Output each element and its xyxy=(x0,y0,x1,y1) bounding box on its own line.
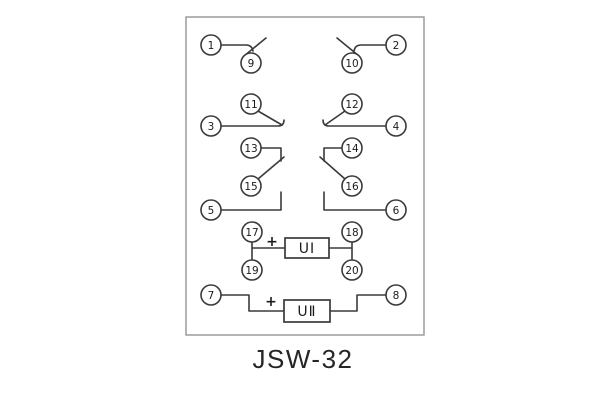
terminal-2: 2 xyxy=(385,34,407,56)
terminal-15-label: 15 xyxy=(244,181,257,193)
terminal-7: 7 xyxy=(200,284,222,306)
terminal-19: 19 xyxy=(241,259,263,281)
terminal-12: 12 xyxy=(341,93,363,115)
wire-2-lead xyxy=(353,44,387,52)
contact-14-16-6 xyxy=(319,147,387,211)
panel-outline xyxy=(185,16,425,336)
terminal-14-label: 14 xyxy=(345,143,359,155)
terminal-6-label: 6 xyxy=(393,205,400,217)
wire-u2-left xyxy=(220,294,285,312)
terminal-16-label: 16 xyxy=(345,181,359,193)
terminal-13-label: 13 xyxy=(244,143,257,155)
wire-1-lead xyxy=(220,44,254,52)
wire-13-lead xyxy=(260,147,282,162)
wire-14-lead xyxy=(323,147,343,162)
wire-u1-left xyxy=(251,241,286,261)
terminal-4-label: 4 xyxy=(393,121,400,133)
wire-5-lead xyxy=(220,191,282,211)
terminal-8: 8 xyxy=(385,284,407,306)
wire-11-blade xyxy=(257,110,283,126)
wire-16-blade xyxy=(319,156,346,180)
terminal-18-label: 18 xyxy=(345,227,358,239)
terminal-4: 4 xyxy=(385,115,407,137)
terminal-9: 9 xyxy=(240,52,262,74)
terminal-16: 16 xyxy=(341,175,363,197)
terminal-11: 11 xyxy=(240,93,262,115)
terminal-1: 1 xyxy=(200,34,222,56)
terminal-1-label: 1 xyxy=(208,40,215,52)
u2-circuit: + UⅡ xyxy=(220,294,387,323)
wire-u1-right xyxy=(328,241,353,261)
u2-box: UⅡ xyxy=(283,299,331,323)
wire-u2-right xyxy=(329,294,387,312)
u2-box-label: UⅡ xyxy=(297,304,316,320)
u1-polarity-plus: + xyxy=(266,234,278,250)
terminal-5: 5 xyxy=(200,199,222,221)
terminal-18: 18 xyxy=(341,221,363,243)
terminal-19-label: 19 xyxy=(245,265,258,277)
wire-12-blade xyxy=(324,110,346,126)
terminal-9-label: 9 xyxy=(248,58,255,70)
contact-11-3 xyxy=(220,110,285,127)
terminal-13: 13 xyxy=(240,137,262,159)
terminal-7-label: 7 xyxy=(208,290,215,302)
u1-box: UⅠ xyxy=(284,237,330,259)
u1-box-label: UⅠ xyxy=(299,241,315,257)
diagram-title: JSW-32 xyxy=(253,344,354,374)
terminal-17-label: 17 xyxy=(245,227,258,239)
terminal-10-label: 10 xyxy=(345,58,358,70)
terminal-15: 15 xyxy=(240,175,262,197)
u1-box-outline xyxy=(284,237,330,259)
terminal-17: 17 xyxy=(241,221,263,243)
wire-15-blade xyxy=(257,156,285,180)
terminal-10: 10 xyxy=(341,52,363,74)
terminal-6: 6 xyxy=(385,199,407,221)
contact-13-15-5 xyxy=(220,147,285,211)
u2-polarity-plus: + xyxy=(265,294,277,310)
terminal-14: 14 xyxy=(341,137,363,159)
terminal-5-label: 5 xyxy=(208,205,215,217)
terminal-3-label: 3 xyxy=(208,121,215,133)
terminal-8-label: 8 xyxy=(393,290,400,302)
terminal-2-label: 2 xyxy=(393,40,400,52)
u1-circuit: + UⅠ xyxy=(251,234,353,261)
terminal-20-label: 20 xyxy=(345,265,358,277)
terminal-11-label: 11 xyxy=(244,99,257,111)
terminal-12-label: 12 xyxy=(345,99,358,111)
u2-box-outline xyxy=(283,299,331,323)
wire-4-lead xyxy=(322,119,387,127)
terminal-3: 3 xyxy=(200,115,222,137)
contact-1-9 xyxy=(220,37,267,57)
wire-6-lead xyxy=(323,191,387,211)
terminal-20: 20 xyxy=(341,259,363,281)
contact-12-4 xyxy=(322,110,387,127)
contact-2-10 xyxy=(336,37,387,57)
